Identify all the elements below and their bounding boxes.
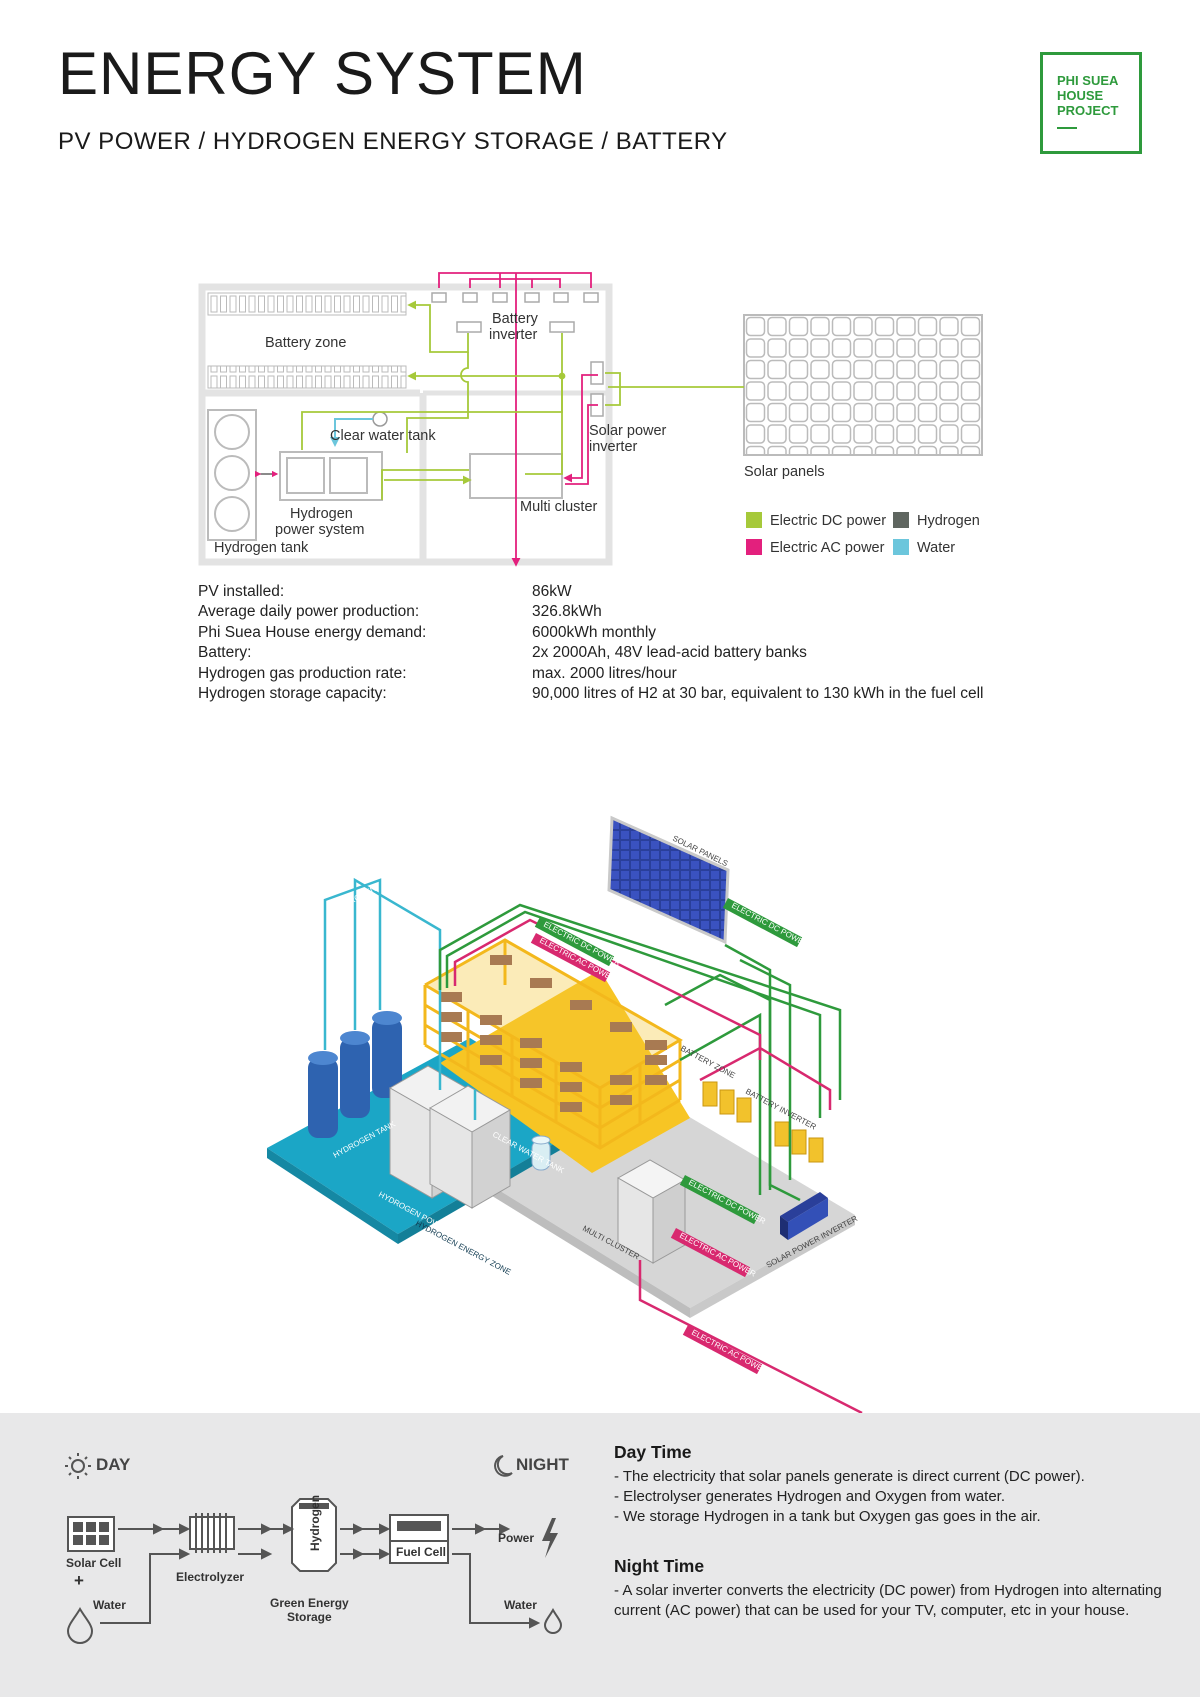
iso-hydrogen-tanks	[308, 1011, 402, 1138]
logo: PHI SUEA HOUSE PROJECT	[1040, 52, 1142, 154]
electrolyzer-label: Electrolyzer	[176, 1570, 245, 1584]
night-text: - A solar inverter converts the electric…	[614, 1582, 1162, 1619]
iso-label-dc-2: ELECTRIC DC POWER	[730, 901, 810, 949]
label-hydrogen-tank: Hydrogen tank	[214, 540, 309, 556]
iso-clear-water-tank	[531, 1135, 551, 1171]
green-energy-storage-label: Green Energy Storage	[270, 1596, 349, 1624]
day-line: - The electricity that solar panels gene…	[614, 1468, 1085, 1485]
day-title: Day Time	[614, 1442, 692, 1462]
bottom-panel: Hydrogen DAY NIGHT Solar Cell +	[0, 1413, 1200, 1697]
sun-icon	[65, 1453, 91, 1479]
flow-diagram: Hydrogen	[65, 1453, 563, 1644]
label-solar-power-inverter-1: Solar power	[589, 423, 667, 439]
night-description: Night Time - A solar inverter converts t…	[614, 1556, 1174, 1621]
power-lightning-icon	[542, 1518, 558, 1558]
legend-ac: Electric AC power	[770, 540, 885, 556]
moon-icon	[494, 1455, 513, 1477]
iso-label-ac-3: ELECTRIC AC POWER	[690, 1328, 769, 1376]
water-drop-out-icon	[543, 1607, 563, 1634]
iso-battery-racks	[423, 938, 683, 1150]
label-multi-cluster: Multi cluster	[520, 499, 598, 515]
iso-multi-cluster	[616, 1159, 687, 1264]
logo-text: PHI SUEA HOUSE PROJECT	[1057, 73, 1119, 118]
solar-cell-icon	[67, 1516, 115, 1552]
night-label: NIGHT	[516, 1455, 569, 1474]
iso-battery-inverter-units	[702, 1081, 824, 1163]
legend-swatch-ac	[746, 539, 762, 555]
label-battery-zone: Battery zone	[265, 335, 346, 351]
water-in-label: Water	[93, 1598, 126, 1612]
label-battery-inverter-1: Battery	[492, 311, 539, 327]
battery-rack-bottom	[207, 365, 407, 389]
battery-rack-top	[207, 292, 407, 316]
solar-cell-label: Solar Cell	[66, 1556, 122, 1570]
fuel-cell-label: Fuel Cell	[396, 1545, 447, 1559]
building-outline	[198, 283, 613, 566]
label-solar-panels: Solar panels	[744, 464, 825, 480]
iso-solar-panel	[607, 815, 730, 945]
flow-hydrogen-label: Hydrogen	[308, 1495, 322, 1551]
fuel-cell-icon	[389, 1514, 449, 1564]
water-out-label: Water	[504, 1598, 537, 1612]
page-subtitle: PV POWER / HYDROGEN ENERGY STORAGE / BAT…	[58, 128, 728, 155]
legend-water: Water	[917, 540, 955, 556]
night-title: Night Time	[614, 1556, 705, 1576]
label-hydrogen-power-1: Hydrogen	[290, 506, 353, 522]
label-solar-power-inverter-2: inverter	[589, 439, 638, 455]
solar-panels	[743, 314, 983, 456]
schematic: Battery zone Battery inverter Clear wate…	[198, 272, 983, 567]
day-description: Day Time - The electricity that solar pa…	[614, 1442, 1174, 1527]
electrolyzer-icon	[189, 1513, 235, 1553]
legend: Electric DC power Hydrogen Electric AC p…	[746, 512, 980, 556]
page-title: ENERGY SYSTEM	[58, 40, 587, 107]
plus-label: +	[74, 1571, 84, 1590]
day-label: DAY	[96, 1455, 131, 1474]
label-clear-water-tank: Clear water tank	[330, 428, 436, 444]
legend-swatch-dc	[746, 512, 762, 528]
hydrogen-storage-icon: Hydrogen	[291, 1495, 337, 1572]
battery-inverters	[431, 292, 599, 333]
isometric-illustration: SOLAR PANELS HYDROGEN ELECTRIC DC POWER …	[267, 815, 863, 1413]
clear-water-tank	[372, 411, 388, 427]
energy-diagram: Battery zone Battery inverter Clear wate…	[198, 272, 983, 1413]
legend-swatch-hydrogen	[893, 512, 909, 528]
legend-swatch-water	[893, 539, 909, 555]
power-label: Power	[498, 1531, 535, 1545]
solar-inverter-1	[590, 361, 604, 385]
iso-hydrogen-power-system	[388, 1065, 512, 1209]
legend-dc: Electric DC power	[770, 513, 886, 529]
iso-label-hydrogen-energy-zone: HYDROGEN ENERGY ZONE	[414, 1219, 512, 1277]
iso-solar-power-inverter	[780, 1192, 828, 1240]
logo-underline	[1057, 127, 1077, 129]
day-line: - We storage Hydrogen in a tank but Oxyg…	[614, 1508, 1041, 1525]
label-hydrogen-power-2: power system	[275, 522, 364, 538]
water-drop-icon	[66, 1607, 94, 1644]
label-battery-inverter-2: inverter	[489, 327, 538, 343]
day-line: - Electrolyser generates Hydrogen and Ox…	[614, 1488, 1006, 1505]
legend-hydrogen: Hydrogen	[917, 513, 980, 529]
